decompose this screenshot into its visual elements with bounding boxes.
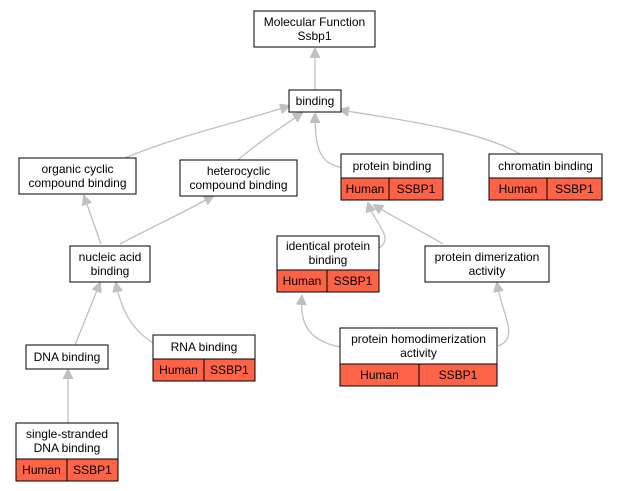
node-rna-binding-gene: SSBP1 <box>210 363 249 377</box>
node-chromatin-binding-gene: SSBP1 <box>555 182 594 196</box>
edge-homodimer-to-dimerization <box>497 283 510 347</box>
node-identical-protein-binding[interactable]: identical protein binding Human SSBP1 <box>276 235 380 293</box>
node-protein-binding-label: protein binding <box>353 159 432 173</box>
node-ssdna-line2: DNA binding <box>34 441 101 455</box>
node-nucleic-acid-line1: nucleic acid <box>79 250 142 264</box>
node-protein-dimerization-line2: activity <box>469 264 506 278</box>
edge-rna-to-nucleic <box>116 283 156 345</box>
node-heterocyclic-line2: compound binding <box>189 178 287 192</box>
node-protein-binding-gene: SSBP1 <box>397 182 436 196</box>
edge-organic-to-binding <box>124 106 289 159</box>
node-nucleic-acid-line2: binding <box>91 264 130 278</box>
node-protein-homodimerization-activity[interactable]: protein homodimerization activity Human … <box>339 327 498 387</box>
node-organic-cyclic-line1: organic cyclic <box>41 162 113 176</box>
node-protein-homodimerization-line1: protein homodimerization <box>351 332 486 346</box>
node-chromatin-binding-species: Human <box>499 182 538 196</box>
node-identical-protein-species: Human <box>283 274 322 288</box>
node-ssdna-species: Human <box>22 463 61 477</box>
edge-homodimer-to-identical <box>302 296 341 348</box>
edge-nucleic-to-organic <box>84 196 102 245</box>
node-dna-binding[interactable]: DNA binding <box>25 344 109 370</box>
node-molecular-function[interactable]: Molecular Function Ssbp1 <box>253 10 376 48</box>
edge-heterocyclic-to-binding <box>237 113 302 161</box>
node-protein-homodimerization-gene: SSBP1 <box>439 368 478 382</box>
node-protein-homodimerization-species: Human <box>360 368 399 382</box>
node-molecular-function-line2: Ssbp1 <box>297 29 331 43</box>
node-chromatin-binding[interactable]: chromatin binding Human SSBP1 <box>488 153 603 201</box>
node-dna-binding-label: DNA binding <box>34 350 101 364</box>
node-heterocyclic-compound-binding[interactable]: heterocyclic compound binding <box>179 159 298 197</box>
node-protein-homodimerization-line2: activity <box>400 346 437 360</box>
edge-chromatin-to-binding <box>340 110 521 155</box>
node-identical-protein-line2: binding <box>309 253 348 267</box>
node-organic-cyclic-compound-binding[interactable]: organic cyclic compound binding <box>18 157 137 195</box>
node-organic-cyclic-line2: compound binding <box>28 176 126 190</box>
node-rna-binding[interactable]: RNA binding Human SSBP1 <box>152 334 256 382</box>
node-protein-dimerization-activity[interactable]: protein dimerization activity <box>424 245 550 283</box>
node-binding[interactable]: binding <box>288 89 342 113</box>
edge-dna-to-nucleic <box>74 283 100 346</box>
node-nucleic-acid-binding[interactable]: nucleic acid binding <box>69 245 151 283</box>
node-rna-binding-species: Human <box>159 363 198 377</box>
node-molecular-function-line1: Molecular Function <box>264 15 365 29</box>
edge-protein-binding-to-binding <box>315 114 346 169</box>
node-heterocyclic-line1: heterocyclic <box>207 164 270 178</box>
node-ssdna-line1: single-stranded <box>26 427 108 441</box>
node-protein-binding-species: Human <box>346 182 385 196</box>
edge-nucleic-to-heterocyclic <box>119 196 213 245</box>
node-identical-protein-line1: identical protein <box>286 239 370 253</box>
node-rna-binding-label: RNA binding <box>171 340 238 354</box>
edge-dimerization-to-protein-binding <box>374 205 444 245</box>
node-identical-protein-gene: SSBP1 <box>334 274 373 288</box>
node-ssdna-gene: SSBP1 <box>73 463 112 477</box>
node-single-stranded-dna-binding[interactable]: single-stranded DNA binding Human SSBP1 <box>15 422 119 482</box>
node-protein-binding[interactable]: protein binding Human SSBP1 <box>340 153 444 201</box>
edge-identical-to-protein-binding <box>368 203 386 251</box>
node-binding-label: binding <box>296 94 335 108</box>
node-protein-dimerization-line1: protein dimerization <box>435 250 540 264</box>
edges <box>68 49 521 423</box>
node-chromatin-binding-label: chromatin binding <box>498 159 593 173</box>
